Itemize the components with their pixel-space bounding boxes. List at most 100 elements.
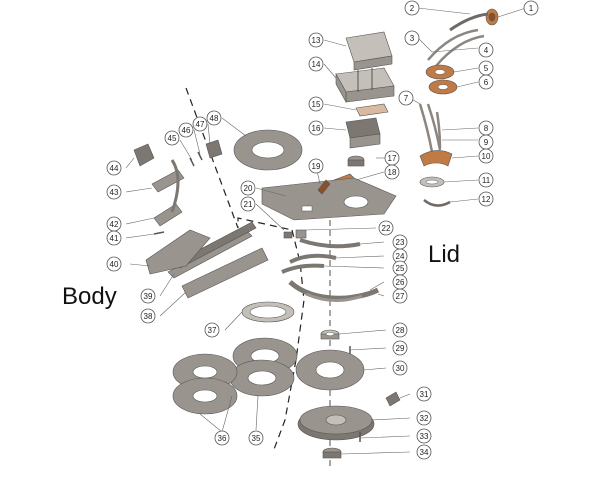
callout-number: 8 (484, 124, 489, 133)
block-part-47 (205, 139, 223, 159)
lid-label: Lid (428, 241, 460, 268)
callout-number: 47 (196, 120, 205, 129)
callout-bubble: 28 (392, 322, 408, 338)
small-block-part-44 (133, 143, 155, 167)
callout-circle (478, 42, 494, 58)
callout-number: 21 (244, 200, 253, 209)
callout-bubble: 39 (140, 288, 156, 304)
gear-plate-part-35 (229, 337, 298, 397)
callout-bubble: 33 (416, 428, 432, 444)
side-bracket-part-42-43 (151, 159, 185, 227)
callout-bubble: 47 (192, 116, 208, 132)
callout-bubble: 31 (416, 386, 432, 402)
callout-bubble: 32 (416, 410, 432, 426)
callout-circle (106, 216, 122, 232)
callout-bubble: 46 (178, 122, 194, 138)
callout-circle (106, 184, 122, 200)
long-bar-part-39 (167, 221, 257, 279)
callout-bubble: 45 (164, 130, 180, 146)
arc-part-23 (299, 238, 361, 249)
callout-number: 48 (210, 114, 219, 123)
callout-bubble: 15 (308, 96, 324, 112)
callout-number: 18 (388, 168, 397, 177)
lid-plate-part-20 (261, 177, 397, 221)
callout-circle (416, 386, 432, 402)
callout-bubble: 17 (384, 150, 400, 166)
callout-number: 16 (312, 124, 321, 133)
callout-circle (404, 0, 420, 16)
callout-number: 32 (420, 414, 429, 423)
callout-circle (214, 430, 230, 446)
callout-bubble: 12 (478, 191, 494, 207)
callout-number: 31 (420, 390, 429, 399)
callout-number: 46 (182, 126, 191, 135)
bushing-part-28 (320, 329, 340, 340)
callout-circle (308, 32, 324, 48)
callout-bubble: 25 (392, 260, 408, 276)
bearing-ring-part-1 (485, 8, 499, 26)
lid-boundary-line (185, 87, 293, 231)
callout-number: 34 (420, 448, 429, 457)
callout-bubble: 20 (240, 180, 256, 196)
clip-part-31 (385, 391, 401, 407)
callout-circle (308, 158, 324, 174)
callout-circle (164, 130, 180, 146)
callout-bubble: 9 (478, 134, 494, 150)
callout-number: 25 (396, 264, 405, 273)
callout-number: 40 (110, 260, 119, 269)
callout-circle (240, 180, 256, 196)
bushing-part-17 (347, 155, 365, 167)
callout-bubble: 14 (308, 56, 324, 72)
callout-number: 29 (396, 344, 405, 353)
callout-bubble: 29 (392, 340, 408, 356)
callout-number: 6 (484, 78, 489, 87)
callout-circle (204, 322, 220, 338)
bottom-bushing-part-34 (322, 447, 342, 459)
callout-number: 10 (482, 152, 491, 161)
callout-bubble: 37 (204, 322, 220, 338)
callout-circle (404, 30, 420, 46)
callout-bubble: 26 (392, 274, 408, 290)
flat-ring-part-37 (241, 301, 295, 323)
callout-circle (478, 148, 494, 164)
callout-number: 33 (420, 432, 429, 441)
arc-clip-part-12 (423, 199, 451, 207)
copper-washer-part-6 (428, 79, 458, 95)
callout-circle (392, 360, 408, 376)
callout-circle (248, 430, 264, 446)
callout-number: 36 (218, 434, 227, 443)
callout-bubble: 44 (106, 160, 122, 176)
callout-circle (398, 90, 414, 106)
callout-number: 27 (396, 292, 405, 301)
callout-number: 39 (144, 292, 153, 301)
curved-blades-part-3-4 (427, 28, 485, 67)
callout-number: 7 (404, 94, 409, 103)
callout-number: 38 (144, 312, 153, 321)
callout-number: 23 (396, 238, 405, 247)
screw-part-46 (197, 151, 203, 161)
callout-circle (416, 410, 432, 426)
callout-circle (392, 288, 408, 304)
arc-part-24-25 (281, 253, 337, 274)
callout-bubble: 42 (106, 216, 122, 232)
callout-bubble: 23 (392, 234, 408, 250)
callout-number: 13 (312, 36, 321, 45)
callout-bubble: 13 (308, 32, 324, 48)
callout-number: 3 (410, 34, 415, 43)
frame-housing-part-14 (335, 67, 395, 104)
sprocket-plate-part-30 (295, 349, 365, 391)
screw-part-21 (283, 231, 293, 239)
callout-number: 28 (396, 326, 405, 335)
callout-number: 43 (110, 188, 119, 197)
callout-circle (478, 74, 494, 90)
callout-bubble: 10 (478, 148, 494, 164)
sprocket-ring-part-48 (233, 129, 303, 171)
callout-number: 5 (484, 64, 489, 73)
screw-part-41 (153, 231, 165, 235)
callout-bubble: 11 (478, 172, 494, 188)
callout-circle (140, 288, 156, 304)
callout-number: 24 (396, 252, 405, 261)
callout-circle (392, 322, 408, 338)
